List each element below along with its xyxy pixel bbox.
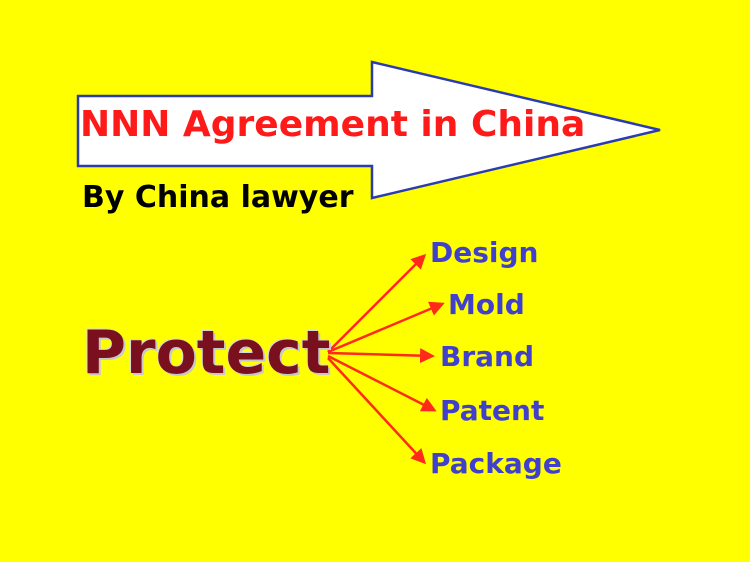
pointer-arrow-patent (327, 354, 437, 412)
item-patent: Patent (440, 394, 545, 427)
banner-arrow-shape (76, 60, 661, 200)
pointer-arrow-package (327, 357, 427, 465)
item-brand: Brand (440, 340, 535, 373)
page-subtitle: By China lawyer (82, 180, 354, 215)
protect-label: Protect (82, 318, 331, 388)
page-title: NNN Agreement in China (80, 104, 586, 145)
item-mold: Mold (448, 288, 525, 321)
item-design: Design (430, 236, 539, 269)
pointer-arrow-mold (327, 301, 445, 354)
pointer-arrow-brand (327, 348, 435, 364)
item-package: Package (430, 447, 562, 480)
pointer-arrow-design (327, 253, 427, 353)
